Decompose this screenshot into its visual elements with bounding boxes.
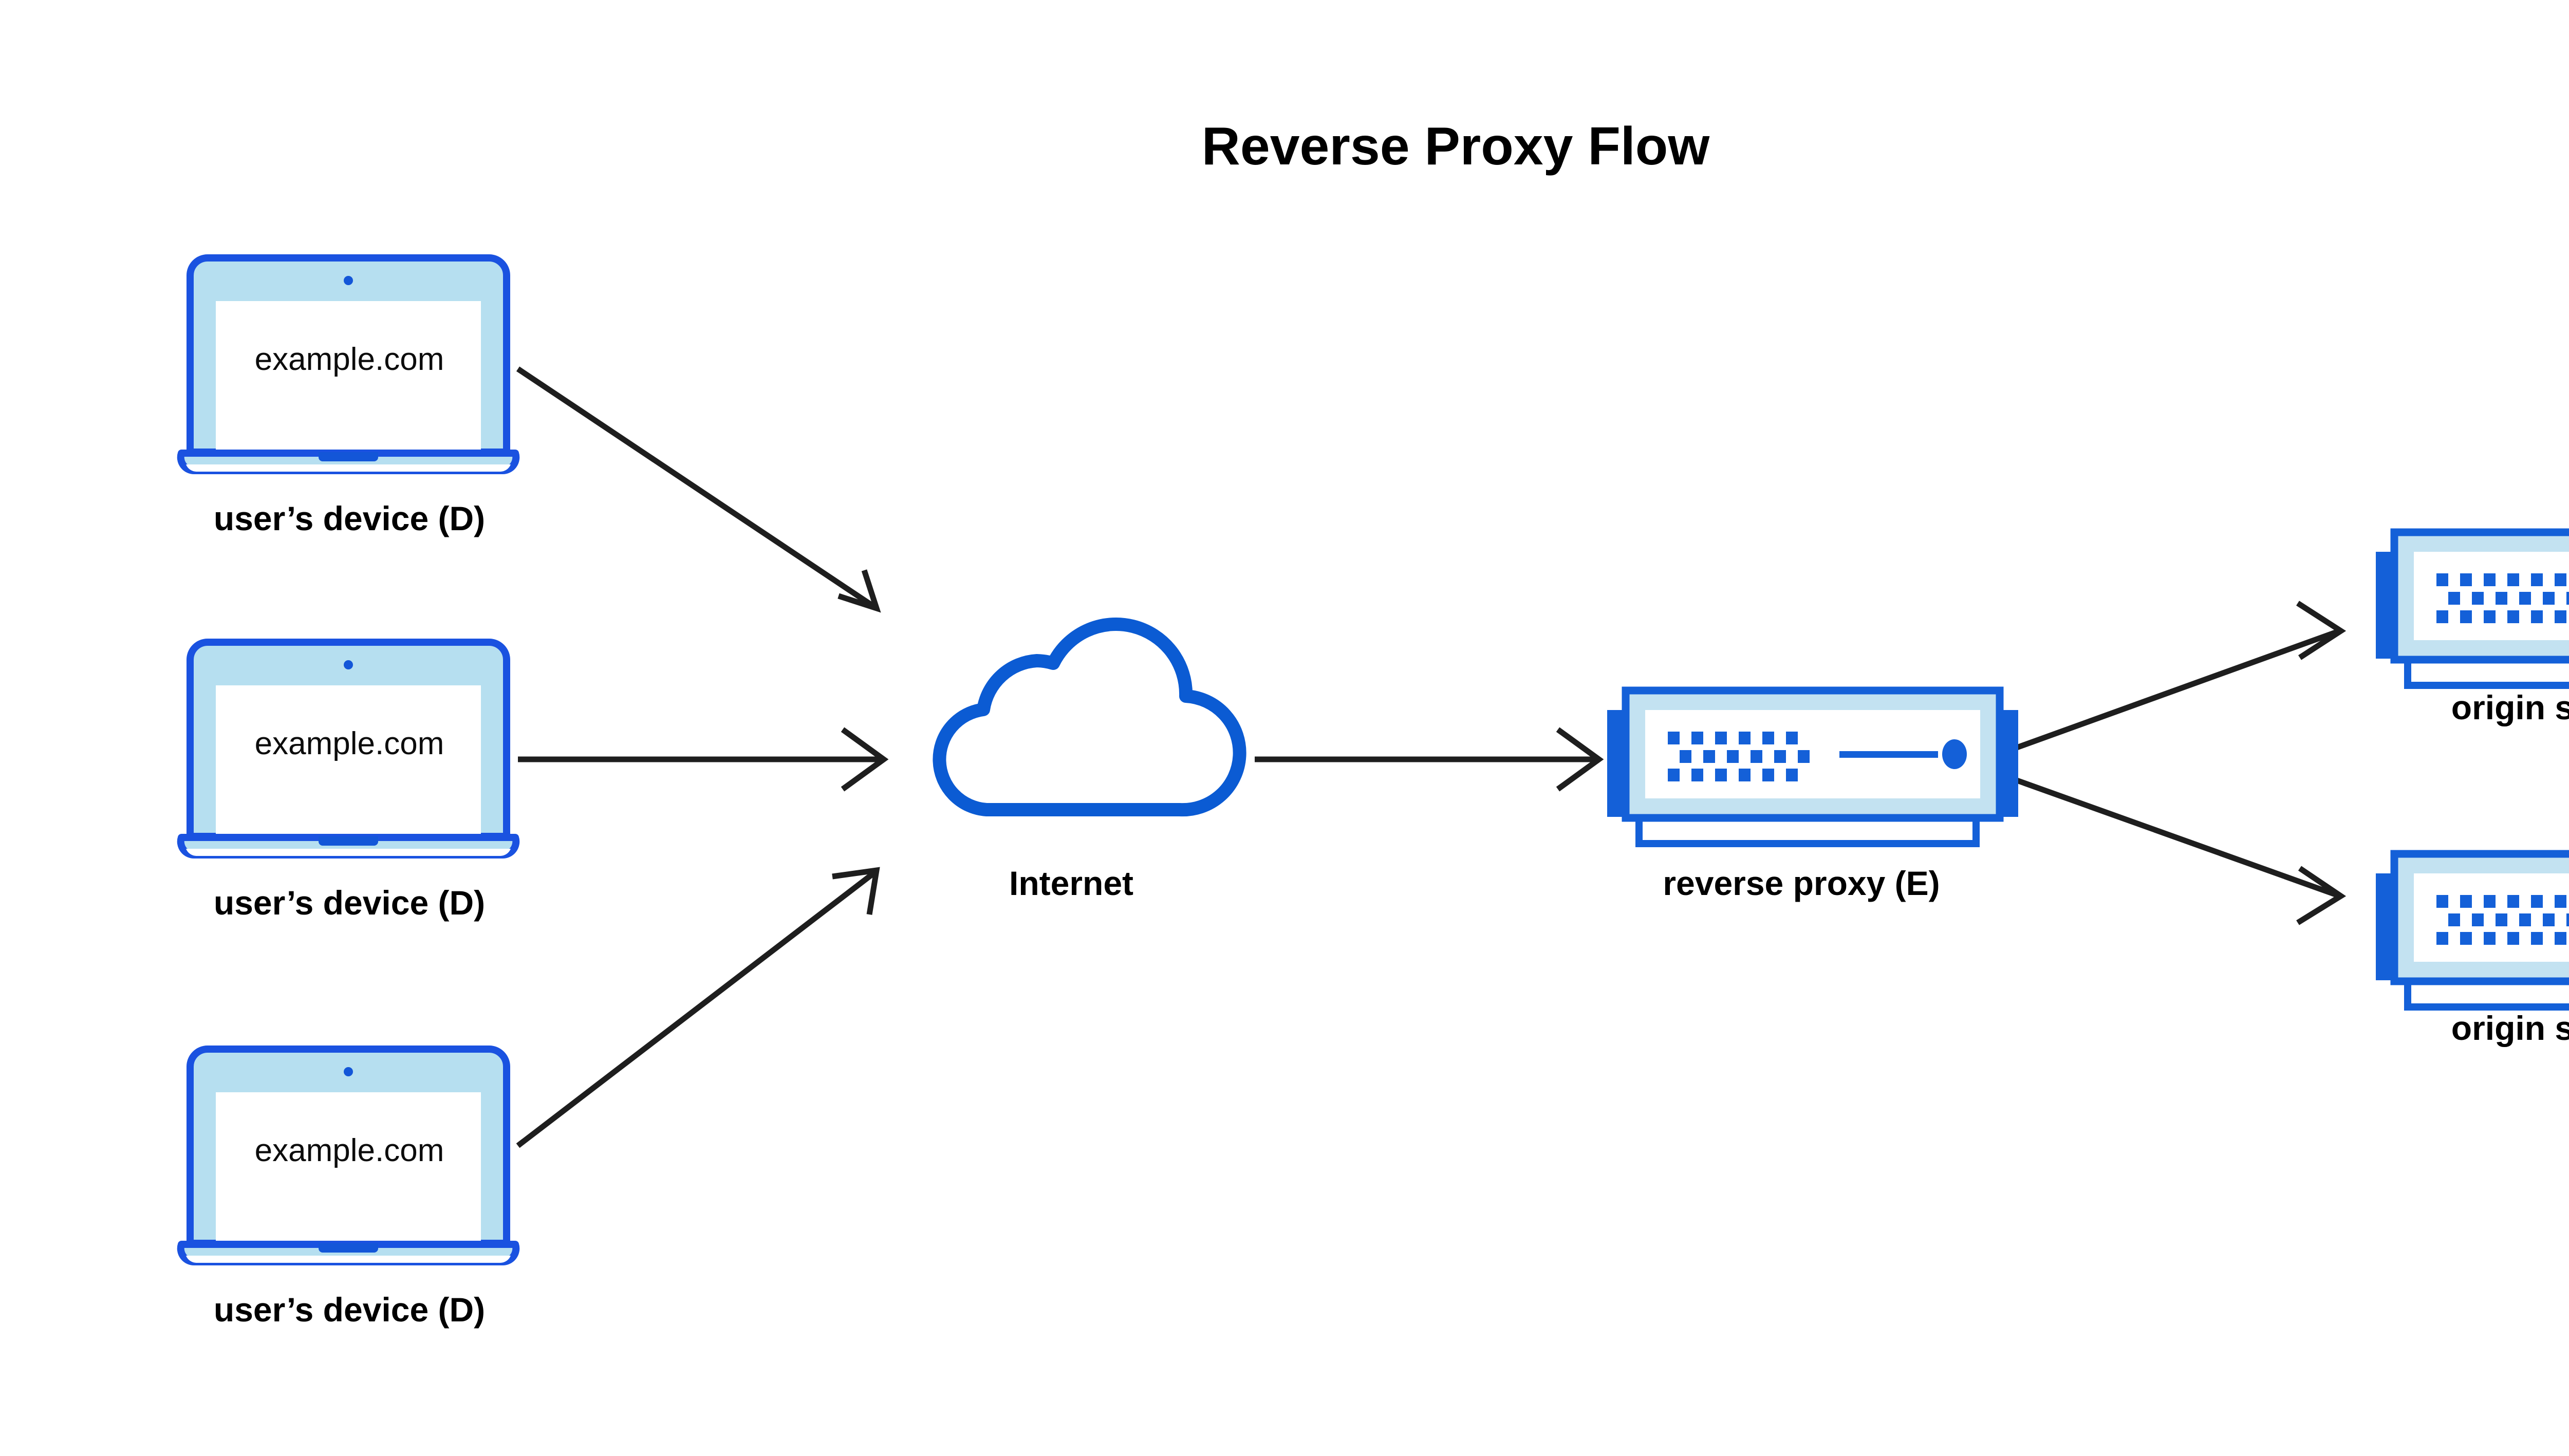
server-icon (2376, 532, 2569, 685)
edge-layer (516, 366, 2347, 1148)
edge-device3-internet (516, 867, 880, 1148)
node-user-device-1[interactable]: example.com user’s device (D) (181, 258, 516, 537)
edge-proxy-origin2 (2006, 774, 2347, 925)
node-reverse-proxy[interactable]: reverse proxy (E) (1607, 690, 2018, 902)
node-label-origin-server-1: origin server (F) (2451, 688, 2569, 726)
node-label-user-device-1: user’s device (D) (214, 499, 485, 537)
device-screen-text: example.com (255, 1133, 444, 1168)
device-screen-text: example.com (255, 342, 444, 377)
edge-proxy-origin1 (2006, 601, 2347, 754)
page-title: Reverse Proxy Flow (1202, 117, 1710, 176)
node-internet-cloud[interactable]: Internet (939, 624, 1239, 902)
device-screen-text: example.com (255, 726, 444, 761)
node-label-user-device-2: user’s device (D) (214, 884, 485, 922)
edge-device1-internet (516, 366, 881, 613)
node-origin-server-2[interactable]: origin server (F) (2376, 854, 2569, 1047)
server-icon (1607, 690, 2018, 844)
node-label-internet: Internet (1009, 864, 1133, 902)
node-label-user-device-3: user’s device (D) (214, 1291, 485, 1329)
server-icon (2376, 854, 2569, 1007)
node-label-reverse-proxy: reverse proxy (E) (1663, 864, 1940, 902)
edge-internet-proxy (1255, 727, 1604, 792)
node-label-origin-server-2: origin server (F) (2451, 1009, 2569, 1047)
node-user-device-2[interactable]: example.com user’s device (D) (181, 642, 516, 922)
edge-device2-internet (518, 727, 889, 792)
cloud-icon (939, 624, 1239, 810)
node-user-device-3[interactable]: example.com user’s device (D) (181, 1049, 516, 1329)
node-origin-server-1[interactable]: origin server (F) (2376, 532, 2569, 726)
